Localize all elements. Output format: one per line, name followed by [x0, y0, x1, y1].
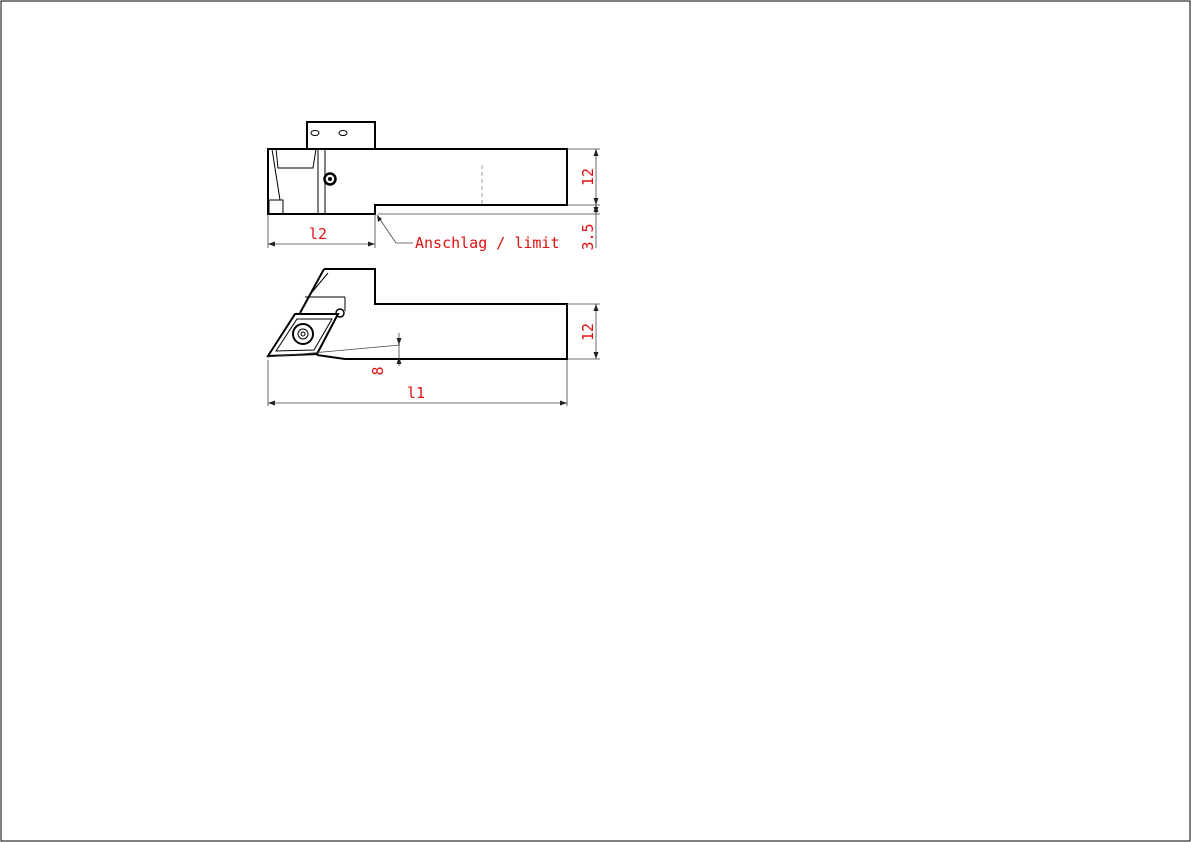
screw-center [328, 177, 332, 181]
dim-top-height: 12 [579, 323, 597, 341]
clamp-hole-right [338, 130, 348, 136]
arrow-icon [593, 304, 599, 311]
insert-screw-inner [297, 328, 309, 340]
head-top-edge [299, 268, 325, 314]
arrow-icon [560, 400, 567, 406]
top-view: 8 12 l1 [266, 268, 600, 406]
arrow-icon [368, 241, 375, 247]
head-inner-edge [307, 272, 329, 298]
arrow-icon [593, 149, 599, 156]
shank-side-outline [267, 148, 568, 215]
arrow-icon [593, 198, 599, 205]
arrow-icon [593, 207, 599, 214]
insert-foot [268, 199, 284, 215]
leader-limit [376, 214, 413, 244]
insert-inner-edge [275, 318, 333, 352]
insert-bottom-edge [316, 354, 346, 360]
insert-rhombus [266, 313, 340, 358]
arrow-icon [396, 357, 402, 364]
insert-flank [271, 148, 281, 201]
screw-head [323, 172, 337, 186]
arrow-icon [593, 352, 599, 359]
insert-screw-center [300, 331, 306, 337]
side-view: 12 3.5 l2 Anschlag / limit [267, 121, 600, 252]
dim-offset: 3.5 [579, 223, 597, 250]
clamp-hole-left [310, 130, 320, 136]
insert-top [275, 148, 317, 169]
arrow-icon [377, 215, 382, 222]
note-limit: Anschlag / limit [415, 234, 560, 252]
clamp-pin [335, 308, 345, 318]
angle-reference-line [267, 344, 401, 358]
arrow-icon [268, 241, 275, 247]
arrow-icon [396, 338, 402, 345]
arrow-icon [268, 400, 275, 406]
dim-l1: l1 [407, 384, 425, 402]
dim-l2: l2 [309, 225, 327, 243]
shank-top-outline [324, 268, 568, 360]
dim-side-height: 12 [579, 168, 597, 186]
dim-angle: 8 [369, 366, 387, 375]
insert-screw [292, 323, 314, 345]
